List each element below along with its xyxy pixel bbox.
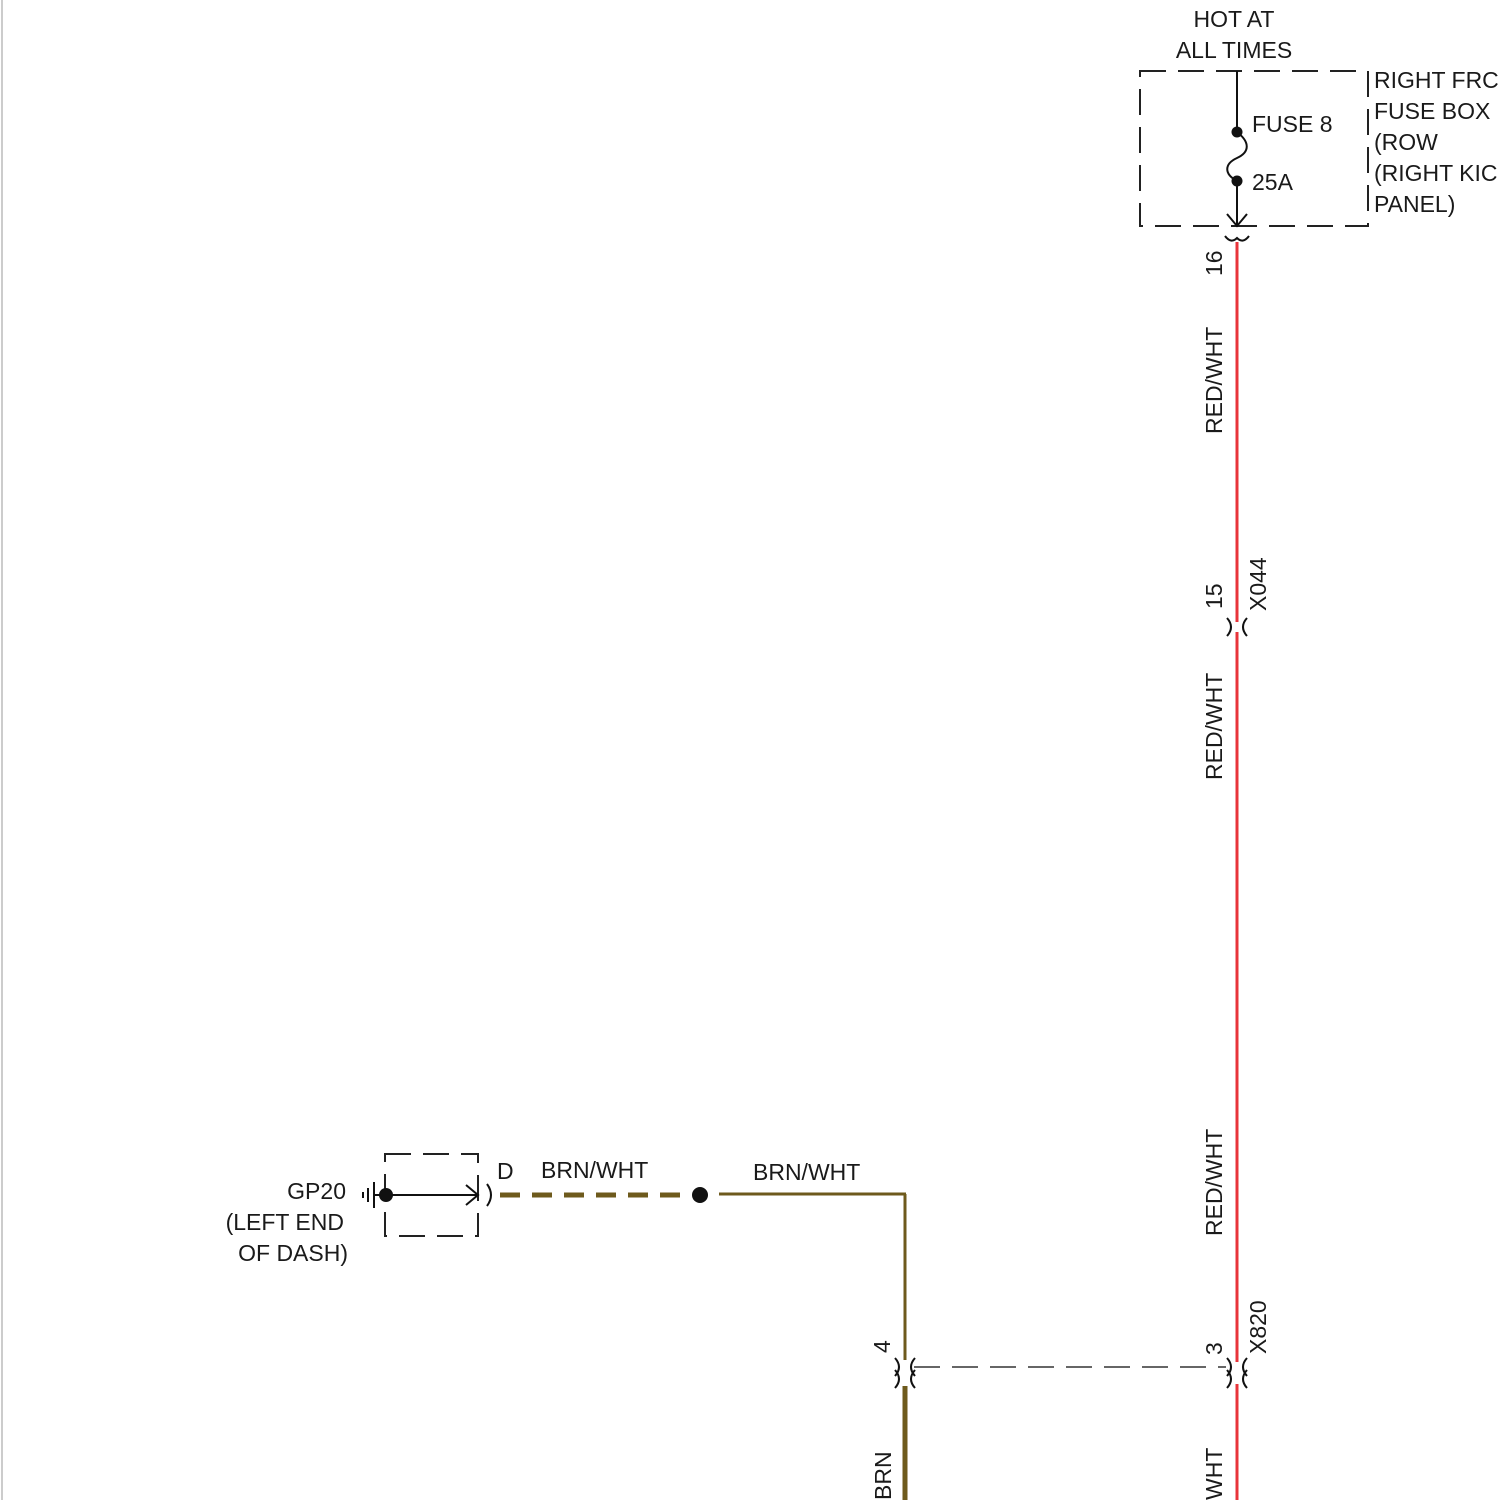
- fuse-box-line-4: (RIGHT KIC: [1374, 160, 1498, 186]
- ground-symbol: [363, 1182, 491, 1208]
- connector-x820-left: [895, 1358, 915, 1388]
- fuse-box-line-3: (ROW: [1374, 129, 1438, 155]
- brn-wht-label-dashed: BRN/WHT: [541, 1157, 648, 1183]
- ground-pin-d: D: [497, 1158, 514, 1184]
- fuse-symbol: [1227, 71, 1247, 226]
- fuse-rating: 25A: [1252, 169, 1294, 195]
- fuse-box-connector: [1225, 236, 1249, 241]
- splice-dot: [692, 1187, 708, 1203]
- fuse-box-line-5: PANEL): [1374, 191, 1455, 217]
- x044-label: X044: [1245, 557, 1271, 611]
- x820-pin-3: 3: [1201, 1342, 1227, 1355]
- brn-wht-label-solid: BRN/WHT: [753, 1159, 860, 1185]
- red-wire-label-2: RED/WHT: [1201, 673, 1227, 780]
- ground-name: GP20: [287, 1178, 346, 1204]
- red-wire-label-3: RED/WHT: [1201, 1129, 1227, 1236]
- fuse-box-line-1: RIGHT FRC: [1374, 67, 1499, 93]
- all-times-label: ALL TIMES: [1176, 37, 1292, 63]
- x044-pin-15: 15: [1201, 583, 1227, 609]
- fuse-box-pin-16: 16: [1201, 250, 1227, 276]
- red-wire-label-4: WHT: [1201, 1448, 1227, 1500]
- ground-location-2: OF DASH): [238, 1240, 348, 1266]
- ground-location-1: (LEFT END: [226, 1209, 344, 1235]
- brn-wire-label: BRN: [870, 1451, 896, 1500]
- x820-label: X820: [1245, 1300, 1271, 1354]
- hot-at-label: HOT AT: [1194, 6, 1275, 32]
- fuse-name: FUSE 8: [1252, 111, 1333, 137]
- fuse-box-outline: [1140, 71, 1368, 226]
- connector-x820-right: [1227, 1358, 1247, 1388]
- x820-pin-4: 4: [869, 1340, 895, 1353]
- fuse-box-line-2: FUSE BOX: [1374, 98, 1490, 124]
- red-wire-label-1: RED/WHT: [1201, 327, 1227, 434]
